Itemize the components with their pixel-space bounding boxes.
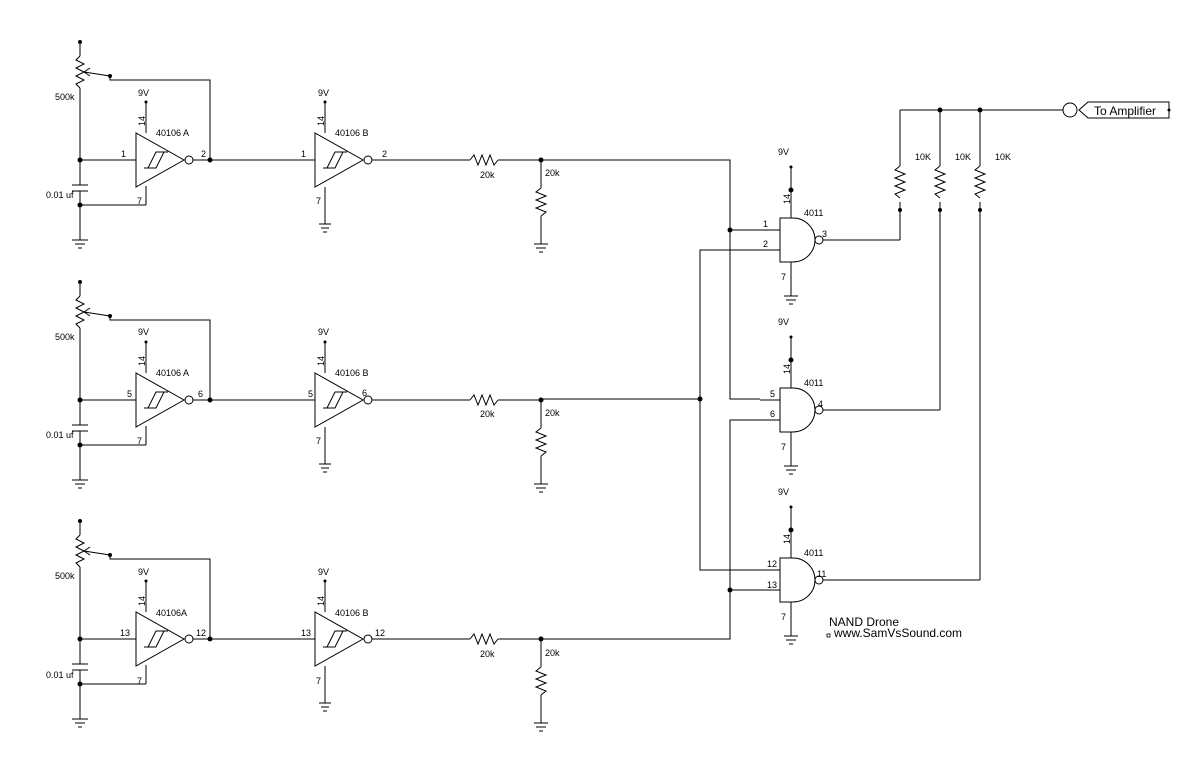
chip-label-1a: 40106 A <box>156 128 189 138</box>
supply-label-1b: 9V <box>318 88 329 98</box>
res-label-series-2: 20k <box>480 409 495 419</box>
output-label: To Amplifier <box>1094 104 1156 118</box>
supply-label-3b: 9V <box>318 567 329 577</box>
gate-chip-label-3: 4011 <box>804 548 823 558</box>
chip-label-1b: 40106 B <box>335 128 369 138</box>
pot-label-1: 500k <box>55 92 75 102</box>
res-label-series-3: 20k <box>480 649 495 659</box>
site-credit: www.SamVsSound.com <box>833 626 962 640</box>
pin-label: 1 <box>301 149 306 159</box>
pin-label: 3 <box>822 229 827 239</box>
pin-label: 14 <box>316 356 326 366</box>
pin-label: 6 <box>198 389 203 399</box>
cap-label-2: 0.01 uf <box>46 430 74 440</box>
pin-label: 1 <box>763 219 768 229</box>
pin-label: 7 <box>316 676 321 686</box>
interconnect-wires <box>541 159 760 640</box>
pin-label: 7 <box>137 676 142 686</box>
pin-label: 7 <box>316 436 321 446</box>
pin-label: 12 <box>375 628 385 638</box>
pin-label: 5 <box>127 389 132 399</box>
res-label-series-1: 20k <box>480 170 495 180</box>
supply-label-2a: 9V <box>138 327 149 337</box>
pin-label: 14 <box>782 534 792 544</box>
pin-label: 7 <box>781 612 786 622</box>
pin-label: 7 <box>137 196 142 206</box>
pin-label: 14 <box>137 596 147 606</box>
pot-label-3: 500k <box>55 571 75 581</box>
pin-label: 7 <box>316 196 321 206</box>
res-label-shunt-3: 20k <box>545 648 560 658</box>
pot-label-2: 500k <box>55 332 75 342</box>
chip-label-3b: 40106 B <box>335 608 369 618</box>
output-mixer <box>823 101 1171 581</box>
supply-label-1a: 9V <box>138 88 149 98</box>
oscillator-3 <box>71 518 549 732</box>
pin-label: 14 <box>137 116 147 126</box>
pin-label: 12 <box>196 628 206 638</box>
pin-label: 6 <box>362 388 367 398</box>
pin-label: 12 <box>767 559 777 569</box>
oscillator-2 <box>71 279 549 493</box>
chip-label-2a: 40106 A <box>156 368 189 378</box>
pin-label: 13 <box>120 628 130 638</box>
nand-gate-2 <box>759 335 824 475</box>
pin-label: 14 <box>316 596 326 606</box>
nand-gate-3 <box>759 505 824 645</box>
pin-label: 11 <box>817 569 826 579</box>
pin-label: 4 <box>818 399 823 409</box>
pin-label: 14 <box>316 116 326 126</box>
pin-label: 5 <box>308 389 313 399</box>
cap-label-1: 0.01 uf <box>46 190 74 200</box>
pin-label: 14 <box>782 364 792 374</box>
output-jack-icon <box>1062 102 1078 118</box>
chip-label-2b: 40106 B <box>335 368 369 378</box>
cap-label-3: 0.01 uf <box>46 670 74 680</box>
pin-label: 2 <box>763 239 768 249</box>
pin-label: 14 <box>137 356 147 366</box>
pin-label: 13 <box>301 628 311 638</box>
pin-label: 5 <box>770 389 775 399</box>
res-label-10k-1: 10K <box>915 152 931 162</box>
gate-supply-label-1: 9V <box>778 147 789 157</box>
supply-label-3a: 9V <box>138 567 149 577</box>
res-label-10k-3: 10K <box>995 152 1011 162</box>
nand-gate-1 <box>759 165 824 305</box>
res-label-shunt-2: 20k <box>545 408 560 418</box>
pin-label: 2 <box>201 149 206 159</box>
gate-chip-label-2: 4011 <box>804 378 823 388</box>
pin-label: 13 <box>767 580 777 590</box>
pin-label: 7 <box>781 442 786 452</box>
pin-label: 7 <box>781 272 786 282</box>
supply-label-2b: 9V <box>318 327 329 337</box>
pin-label: 7 <box>137 436 142 446</box>
pin-label: 1 <box>121 149 126 159</box>
pin-label: 14 <box>782 194 792 204</box>
gate-chip-label-1: 4011 <box>804 208 823 218</box>
pin-label: 6 <box>770 409 775 419</box>
chip-label-3a: 40106A <box>156 608 187 618</box>
res-label-10k-2: 10K <box>955 152 971 162</box>
oscillator-1 <box>71 39 549 253</box>
schematic-title: NAND Drone <box>829 615 899 629</box>
gate-supply-label-3: 9V <box>778 487 789 497</box>
pin-label: 2 <box>382 149 387 159</box>
gate-supply-label-2: 9V <box>778 317 789 327</box>
res-label-shunt-1: 20k <box>545 168 560 178</box>
